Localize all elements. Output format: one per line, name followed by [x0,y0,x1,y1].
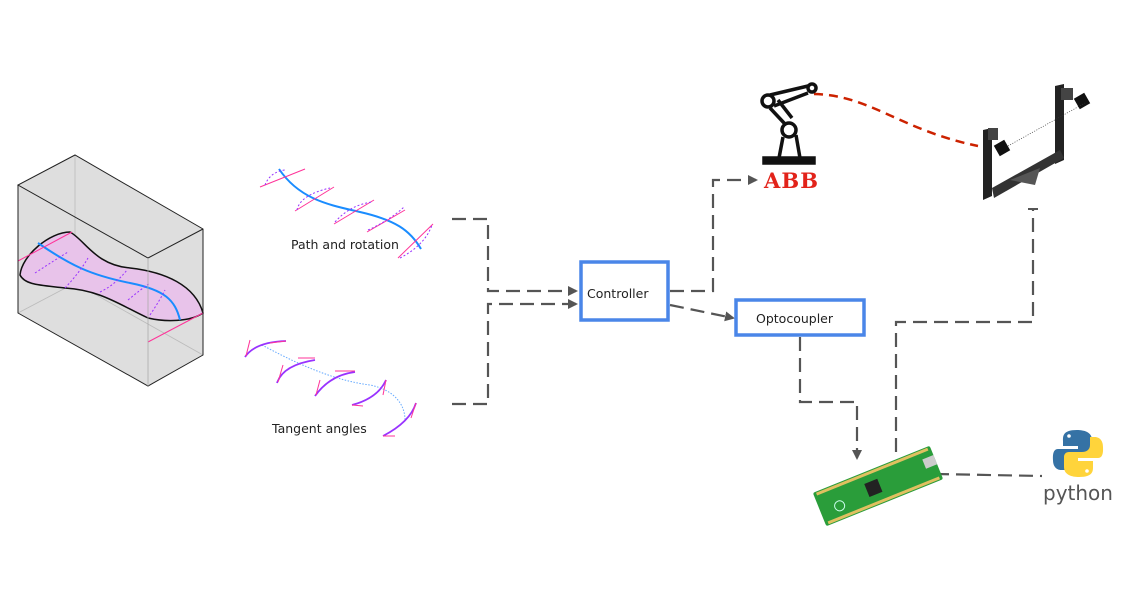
python-label: python [1043,481,1113,505]
path-rotation-label: Path and rotation [291,237,399,252]
raspberry-pi-pico-image [813,446,943,526]
workpiece-box-illustration [16,154,204,387]
controller-node: Controller [579,260,670,322]
abb-logo: ABB [763,168,818,193]
controller-label: Controller [587,286,649,301]
python-logo [1052,430,1104,477]
connector-pico-to-camera [894,210,1035,452]
optocoupler-node: Optocoupler [734,298,866,337]
connector-path-to-controller [452,217,578,296]
robot-arm-icon [760,82,818,165]
connector-controller-to-abb [670,175,758,293]
path-rotation-illustration: Path and rotation [259,168,434,259]
connector-tangent-to-controller [452,299,578,406]
connectors [452,92,1043,478]
tangent-angles-label: Tangent angles [271,421,367,436]
optocoupler-label: Optocoupler [756,311,834,326]
camera-rig-image [983,84,1091,200]
robot-camera-link [813,92,979,148]
connector-controller-to-optocoupler [669,303,735,322]
connector-optocoupler-to-pico [798,337,862,460]
tangent-angles-illustration: Tangent angles [244,339,417,437]
connector-pico-to-python [934,472,1043,478]
